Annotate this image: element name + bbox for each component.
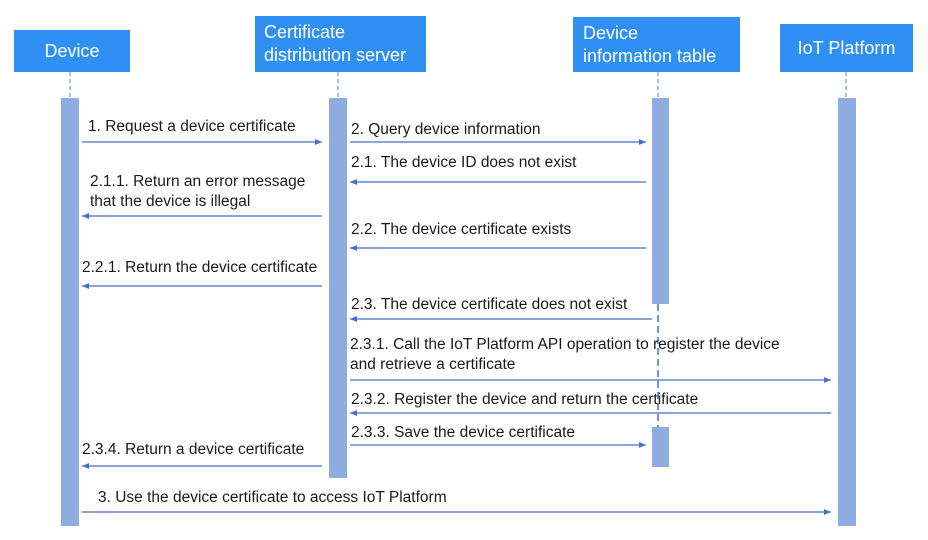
activation-table-2: [652, 427, 669, 467]
message-label: 2.2. The device certificate exists: [351, 221, 572, 238]
participant-certificate-server: Certificate distribution server: [255, 16, 426, 72]
participant-label: IoT Platform: [797, 37, 896, 58]
message-label: 2.3.1. Call the IoT Platform API operati…: [350, 336, 780, 373]
message-label: 2. Query device information: [351, 121, 541, 138]
activation-server: [329, 98, 347, 478]
participant-iot-platform: IoT Platform: [780, 24, 913, 72]
participant-device-information-table: Device information table: [573, 17, 740, 72]
message-label: 2.3.4. Return a device certificate: [82, 441, 305, 458]
message-label: 2.3.2. Register the device and return th…: [351, 391, 699, 408]
participant-device: Device: [14, 30, 130, 72]
message-label: 2.2.1. Return the device certificate: [82, 259, 318, 276]
participant-label: Device information table: [583, 22, 717, 66]
participant-label: Certificate distribution server: [264, 22, 407, 65]
activation-table-1: [652, 98, 669, 304]
message-label: 2.3. The device certificate does not exi…: [351, 296, 628, 313]
activation-iot: [838, 98, 856, 526]
message-label: 1. Request a device certificate: [88, 118, 296, 135]
activation-device: [61, 98, 79, 526]
participant-label: Device: [44, 40, 100, 61]
message-label: 2.1. The device ID does not exist: [351, 154, 577, 171]
message-label: 3. Use the device certificate to access …: [98, 489, 447, 506]
message-label: 2.3.3. Save the device certificate: [351, 424, 576, 441]
message-label: 2.1.1. Return an error message that the …: [90, 173, 306, 210]
